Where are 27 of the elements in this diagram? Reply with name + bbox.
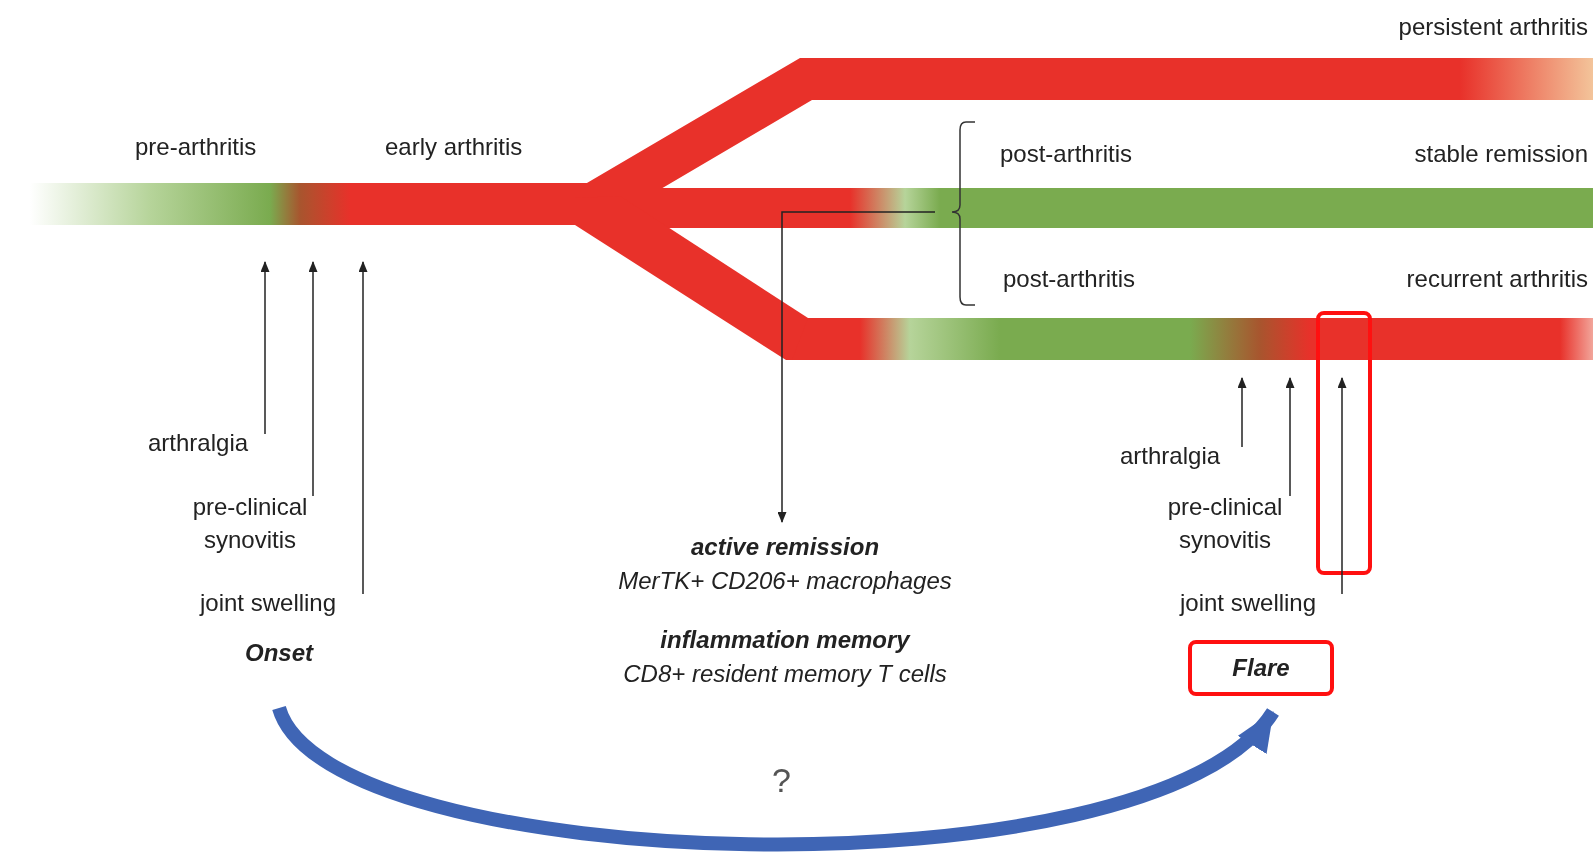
heading: active remission	[690, 532, 880, 562]
symptom-label: pre-clinical synovitis	[185, 490, 315, 556]
symptom-label: pre-clinical synovitis	[1160, 490, 1290, 556]
arrow	[308, 261, 318, 497]
arthralgia-label: arthralgia	[148, 428, 249, 458]
flare-label: Flare	[1188, 640, 1334, 696]
phase-label: persistent arthritis	[1398, 12, 1588, 42]
phase-label: early arthritis	[385, 132, 523, 162]
symptom-label: joint swelling	[1180, 588, 1317, 618]
arrow	[358, 261, 368, 595]
arrow	[1337, 377, 1347, 595]
arthralgia-label: arthralgia	[1120, 441, 1221, 471]
arrow	[1285, 377, 1295, 497]
cell-type-label: MerTK+ CD206+ macrophages	[618, 566, 952, 596]
curved-arrow	[273, 704, 1278, 852]
heading: inflammation memory	[660, 625, 910, 655]
symptom-label: joint swelling	[200, 588, 337, 618]
phase-label: stable remission	[1414, 139, 1588, 169]
arrow	[1237, 377, 1247, 448]
phase-label: recurrent arthritis	[1406, 264, 1588, 294]
phase-label: post-arthritis	[1000, 139, 1133, 169]
phase-label: pre-arthritis	[135, 132, 257, 162]
phase-label: post-arthritis	[1003, 264, 1136, 294]
stage-label: Onset	[245, 638, 313, 668]
arrow	[777, 211, 936, 523]
cell-type-label: CD8+ resident memory T cells	[623, 659, 947, 689]
arrow	[260, 261, 270, 435]
